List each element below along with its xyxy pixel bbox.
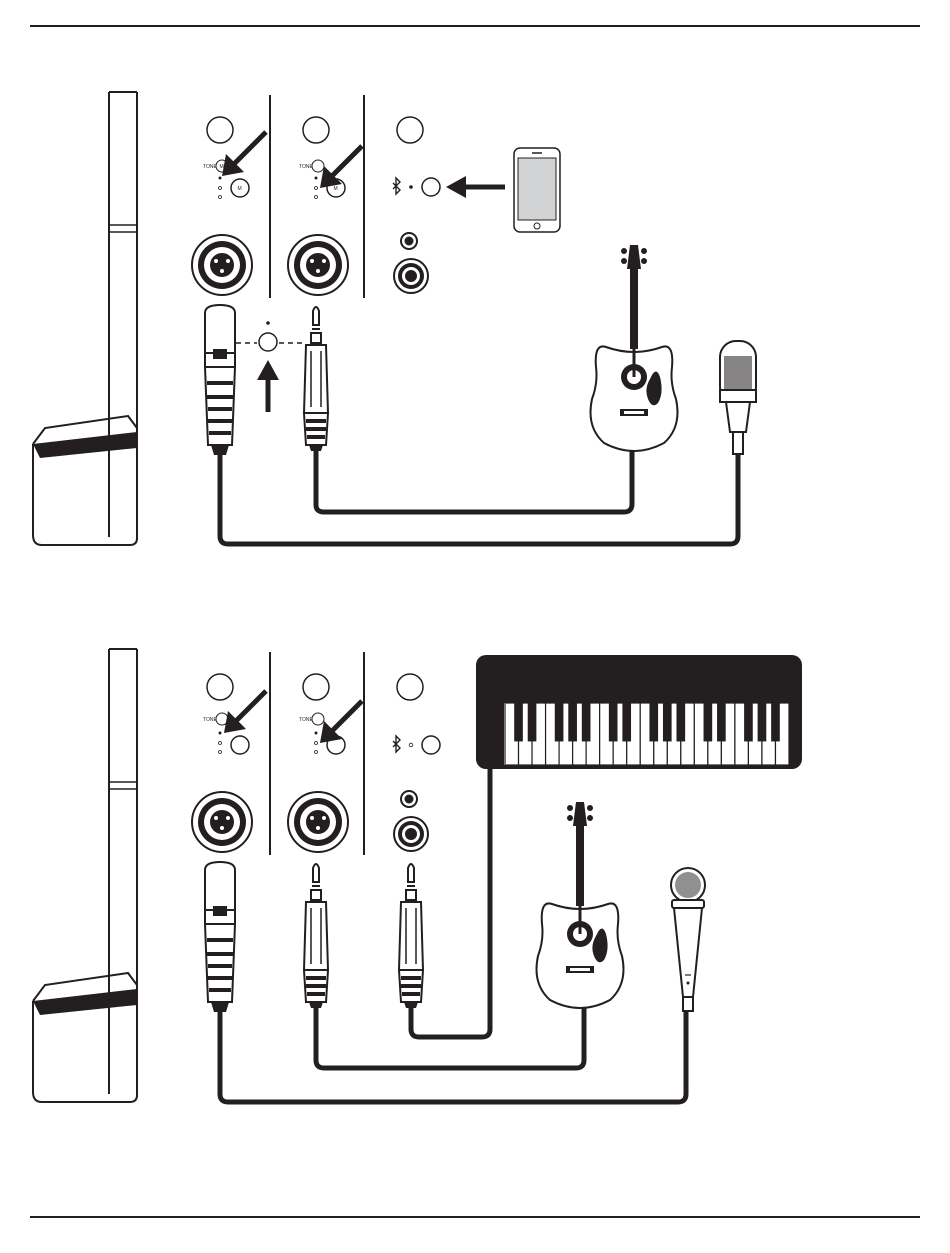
black-key: [649, 703, 658, 741]
ch2-tonematch-label: TONE: [299, 164, 313, 170]
microphone-cable: [220, 455, 738, 544]
keyboard-cable: [411, 767, 490, 1037]
ch1-tonematch-button[interactable]: [231, 736, 249, 754]
smartphone-icon: [514, 148, 560, 232]
bluetooth-pair-button[interactable]: [422, 178, 440, 196]
tall-column-speaker-icon: [33, 649, 137, 1102]
ch2-volume-knob[interactable]: [303, 674, 329, 700]
quarter-inch-jack-icon[interactable]: [394, 259, 428, 293]
ch3-volume-knob[interactable]: [397, 674, 423, 700]
black-key: [704, 703, 713, 741]
ch3-volume-knob[interactable]: [397, 117, 423, 143]
ch1-volume-knob[interactable]: [207, 117, 233, 143]
arrow-icon: [446, 176, 505, 198]
arrow-icon: [257, 360, 279, 412]
svg-text:TONE: TONE: [203, 717, 217, 723]
xlr-combo-jack-icon[interactable]: [288, 235, 348, 295]
black-key: [744, 703, 753, 741]
ch1-tonematch-label: TONE: [203, 164, 217, 170]
black-key: [663, 703, 672, 741]
black-key: [622, 703, 631, 741]
black-key: [609, 703, 618, 741]
black-key: [568, 703, 577, 741]
svg-text:M: M: [238, 186, 242, 192]
tall-column-speaker-icon: [33, 92, 137, 545]
black-key: [582, 703, 591, 741]
top-panel: TONE M M TONE M: [33, 92, 756, 545]
handheld-dynamic-microphone-icon: [671, 868, 705, 1011]
quarter-inch-plug-icon: [304, 864, 328, 1008]
ch2-volume-knob[interactable]: [303, 117, 329, 143]
bluetooth-pair-button[interactable]: [422, 736, 440, 754]
black-key: [771, 703, 780, 741]
guitar-cable: [316, 450, 632, 512]
svg-text:TONE: TONE: [299, 717, 313, 723]
ch1-volume-knob[interactable]: [207, 674, 233, 700]
quarter-inch-jack-icon[interactable]: [394, 817, 428, 851]
xlr-combo-jack-icon[interactable]: [192, 792, 252, 852]
studio-condenser-microphone-icon: [720, 341, 756, 454]
black-key: [528, 703, 537, 741]
black-key: [717, 703, 726, 741]
keyboard-synth-icon: [476, 655, 802, 769]
svg-text:M: M: [220, 164, 224, 170]
svg-text:M: M: [334, 186, 338, 192]
bottom-panel: TONE TONE: [33, 649, 802, 1102]
black-key: [758, 703, 767, 741]
xlr-connector-icon: [205, 305, 235, 455]
quarter-inch-plug-icon: [399, 864, 423, 1008]
bluetooth-icon: [393, 178, 400, 194]
black-key: [514, 703, 523, 741]
xlr-combo-jack-icon[interactable]: [288, 792, 348, 852]
arrow-icon: [224, 691, 266, 733]
bluetooth-icon: [393, 736, 400, 752]
microphone-cable: [220, 1012, 686, 1102]
black-key: [676, 703, 685, 741]
quarter-inch-plug-icon: [304, 307, 328, 451]
acoustic-guitar-icon: [537, 802, 624, 1008]
black-key: [555, 703, 564, 741]
xlr-connector-icon: [205, 862, 235, 1012]
xlr-combo-jack-icon[interactable]: [192, 235, 252, 295]
acoustic-guitar-icon: [591, 245, 678, 451]
channel-link-button[interactable]: [259, 333, 277, 351]
